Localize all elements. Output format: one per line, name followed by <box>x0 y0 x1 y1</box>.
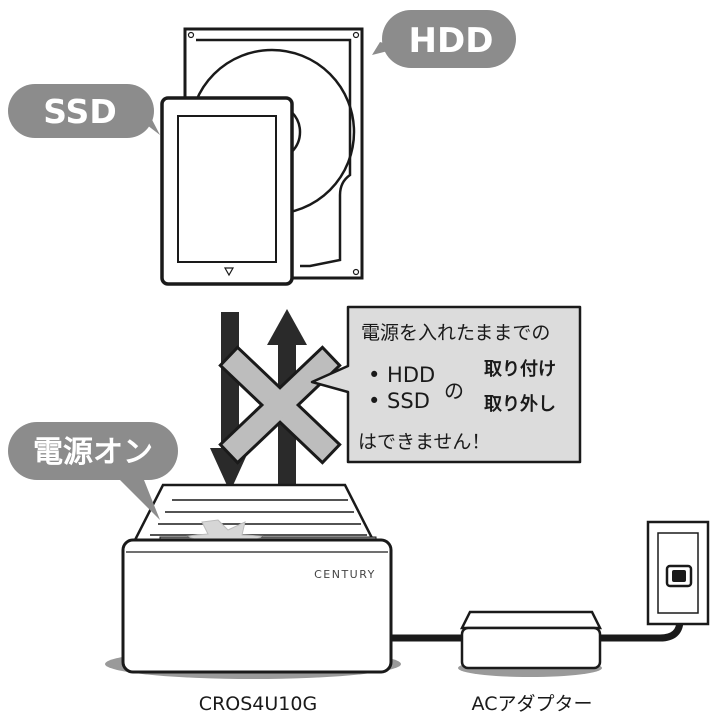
warning-line-end: はできません！ <box>358 431 490 453</box>
insert-arrow-down <box>210 312 250 492</box>
power-on-label: 電源オン <box>33 435 153 470</box>
hdd-bubble: HDD <box>372 10 516 68</box>
ac-adapter-label: ACアダプター <box>472 693 593 715</box>
warning-line1: 電源を入れたままでの <box>361 322 550 344</box>
warning-ssd: • SSD <box>368 389 430 413</box>
warning-callout: 電源を入れたままでの • HDD • SSD の 取り付け 取り外し はできませ… <box>310 305 582 464</box>
ssd-bubble-label: SSD <box>43 92 116 131</box>
warning-attach: 取り付け <box>484 358 556 380</box>
device-brand: CENTURY <box>314 568 376 581</box>
warning-hdd: • HDD <box>368 363 435 387</box>
power-on-bubble: 電源オン <box>8 422 178 520</box>
wall-outlet-icon <box>646 520 710 626</box>
warning-detach: 取り外し <box>484 393 556 415</box>
docking-station: CENTURY <box>121 483 393 674</box>
ssd-drive <box>160 96 294 286</box>
hdd-bubble-label: HDD <box>409 21 494 61</box>
prohibition-cross-icon <box>218 345 342 465</box>
ssd-bubble: SSD <box>8 84 160 138</box>
ac-adapter <box>458 610 603 677</box>
device-model-label: CROS4U10G <box>199 693 317 715</box>
warning-particle: の <box>444 379 464 403</box>
